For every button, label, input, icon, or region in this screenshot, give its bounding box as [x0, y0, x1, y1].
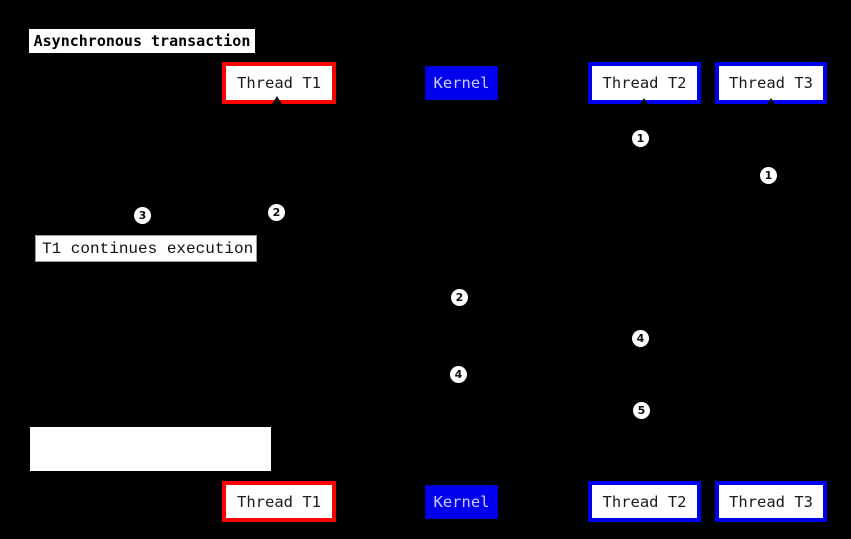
note-label: T1 continues execution [42, 239, 254, 258]
step-marker: 3 [134, 207, 151, 224]
participant-label: Thread T3 [729, 74, 813, 92]
arrowhead-icon [766, 98, 776, 106]
participant-label: Kernel [433, 74, 490, 92]
participant-thread-t3-top: Thread T3 [715, 62, 827, 104]
step-marker: 1 [760, 167, 777, 184]
participant-thread-t1-bottom: Thread T1 [222, 481, 336, 522]
step-marker: 4 [632, 330, 649, 347]
participant-label: Kernel [433, 493, 490, 511]
step-marker: 5 [633, 402, 650, 419]
note-t1-continues: T1 continues execution [35, 235, 257, 262]
step-marker: 2 [451, 289, 468, 306]
note-blank [30, 427, 271, 471]
diagram-title: Asynchronous transaction [28, 28, 256, 54]
participant-label: Thread T3 [729, 492, 813, 511]
participant-kernel-bottom: Kernel [425, 485, 498, 519]
arrowhead-icon [639, 98, 649, 106]
participant-label: Thread T2 [602, 74, 687, 92]
diagram-title-label: Asynchronous transaction [33, 32, 251, 50]
arrowhead-icon [272, 96, 282, 104]
participant-label: Thread T2 [602, 492, 687, 511]
participant-label: Thread T1 [237, 74, 321, 92]
participant-thread-t2-bottom: Thread T2 [588, 481, 701, 522]
step-marker: 4 [450, 366, 467, 383]
participant-kernel-top: Kernel [425, 66, 498, 100]
participant-thread-t3-bottom: Thread T3 [715, 481, 827, 522]
step-marker: 1 [632, 130, 649, 147]
step-marker: 2 [268, 204, 285, 221]
participant-label: Thread T1 [237, 492, 321, 511]
